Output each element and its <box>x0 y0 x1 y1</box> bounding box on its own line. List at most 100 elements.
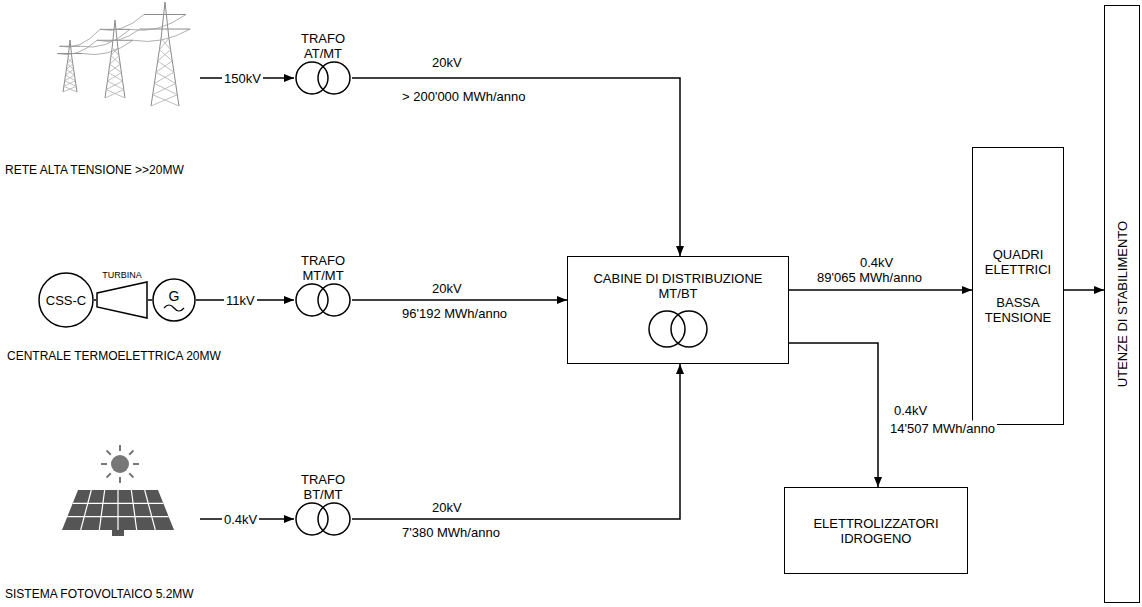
illustration-stroke <box>159 50 172 61</box>
box-label: BASSA TENSIONE <box>977 295 1059 325</box>
boiler-circle: CSS-C <box>38 272 94 328</box>
illustration-stroke <box>154 83 177 94</box>
transformer-symbol <box>294 283 352 317</box>
turbine-symbol <box>96 281 148 319</box>
illustration-stroke <box>105 90 124 98</box>
voltage-label: 0.4kV <box>892 403 929 418</box>
power-wire <box>133 29 190 41</box>
substation-box: CABINE DI DISTRIBUZIONE MT/BT <box>567 256 789 364</box>
winding-circle <box>318 62 350 94</box>
illustration-stroke <box>144 14 186 15</box>
illustration-stroke <box>119 445 121 451</box>
illustration-stroke <box>109 73 123 81</box>
transformer-label: TRAFO AT/MT <box>294 31 352 61</box>
voltage-label: 20kV <box>430 281 464 296</box>
illustration-stroke <box>133 463 139 465</box>
box-label: CABINE DI DISTRIBUZIONE MT/BT <box>574 271 782 301</box>
illustration-stroke <box>65 75 75 81</box>
illustration-stroke <box>66 75 76 81</box>
illustration-stroke <box>158 50 171 61</box>
illustration-stroke <box>101 463 107 465</box>
plant-loads-box: UTENZE DI STABILIMENTO <box>1104 5 1140 603</box>
transformer-label: TRAFO MT/MT <box>294 253 352 283</box>
power-wire <box>83 40 133 54</box>
illustration-stroke <box>107 473 111 477</box>
power-line <box>352 364 680 519</box>
illustration-stroke <box>66 64 72 70</box>
illustration-stroke <box>106 90 125 98</box>
illustration-stroke <box>106 81 122 89</box>
illustration-stroke <box>115 20 118 47</box>
illustration-stroke <box>129 473 133 477</box>
illustration-stroke <box>67 516 168 517</box>
illustration-stroke <box>99 490 104 530</box>
illustration-stroke <box>158 61 174 72</box>
vertical-label: UTENZE DI STABILIMENTO <box>1115 221 1130 387</box>
illustration-stroke <box>131 490 136 530</box>
transformer-symbol <box>646 309 710 349</box>
illustration-stroke <box>110 56 119 64</box>
illustration-stroke <box>63 86 76 92</box>
winding-circle <box>649 311 685 347</box>
illustration-stroke <box>107 73 121 81</box>
power-wire <box>130 14 186 30</box>
power-wire <box>57 40 97 54</box>
illustration-stroke <box>68 40 70 58</box>
voltage-label: 150kV <box>222 71 263 86</box>
voltage-label: 20kV <box>430 55 464 70</box>
source-label: RETE ALTA TENSIONE >>20MW <box>5 163 184 178</box>
transformer-label: TRAFO BT/MT <box>294 472 352 502</box>
illustration-stroke <box>65 81 76 87</box>
power-line <box>789 289 972 291</box>
illustration-stroke <box>165 2 169 38</box>
energy-label: 96'192 MWh/anno <box>400 306 509 321</box>
circle-outline <box>39 273 93 327</box>
illustration-stroke <box>154 72 174 83</box>
illustration-stroke <box>117 490 118 530</box>
illustration-stroke <box>66 69 74 75</box>
illustration-stroke <box>145 490 156 530</box>
illustration-stroke <box>156 61 172 72</box>
transformer: TRAFO AT/MT <box>294 31 352 95</box>
voltage-label: 20kV <box>430 500 464 515</box>
switchboard-box: QUADRI ELETTRICI BASSA TENSIONE <box>972 147 1064 425</box>
illustration-stroke <box>112 20 115 47</box>
power-line <box>1064 289 1104 291</box>
illustration-stroke <box>64 86 77 92</box>
illustration-stroke <box>73 503 164 504</box>
voltage-label: 0.4kV <box>858 255 895 270</box>
illustration-stroke <box>151 95 177 106</box>
panel-stand <box>112 530 124 536</box>
transformer-symbol <box>294 502 352 536</box>
illustration-stroke <box>119 477 121 483</box>
box-label: QUADRI ELETTRICI <box>977 247 1059 277</box>
voltage-label: 0.4kV <box>222 512 259 527</box>
source-label: SISTEMA FOTOVOLTAICO 5.2MW <box>5 587 194 602</box>
illustration-stroke <box>107 81 123 89</box>
illustration-stroke <box>156 72 176 83</box>
power-wire <box>100 14 144 30</box>
sine-symbol <box>164 305 184 311</box>
illustration-stroke <box>129 451 133 455</box>
sun-symbol <box>111 455 129 473</box>
illustration-stroke <box>153 95 179 106</box>
power-line <box>352 299 567 301</box>
generator-circle: G <box>152 278 196 322</box>
power-wire <box>97 29 140 41</box>
energy-label: 14'507 MWh/anno <box>888 421 997 436</box>
plant-label: CENTRALE TERMOELETTRICA 20MW <box>5 349 223 364</box>
solar-panel <box>62 490 174 530</box>
turbine-symbol: TURBINA <box>96 269 148 319</box>
transformer: TRAFO MT/MT <box>294 253 352 317</box>
illustration-stroke <box>66 69 74 75</box>
energy-label: > 200'000 MWh/anno <box>400 89 528 104</box>
illustration-stroke <box>70 40 72 58</box>
illustration-stroke <box>111 56 120 64</box>
pv-source: SISTEMA FOTOVOLTAICO 5.2MW <box>5 440 200 602</box>
boiler-label: CSS-C <box>46 293 86 308</box>
illustration-stroke <box>140 29 190 30</box>
illustration-stroke <box>67 64 73 70</box>
